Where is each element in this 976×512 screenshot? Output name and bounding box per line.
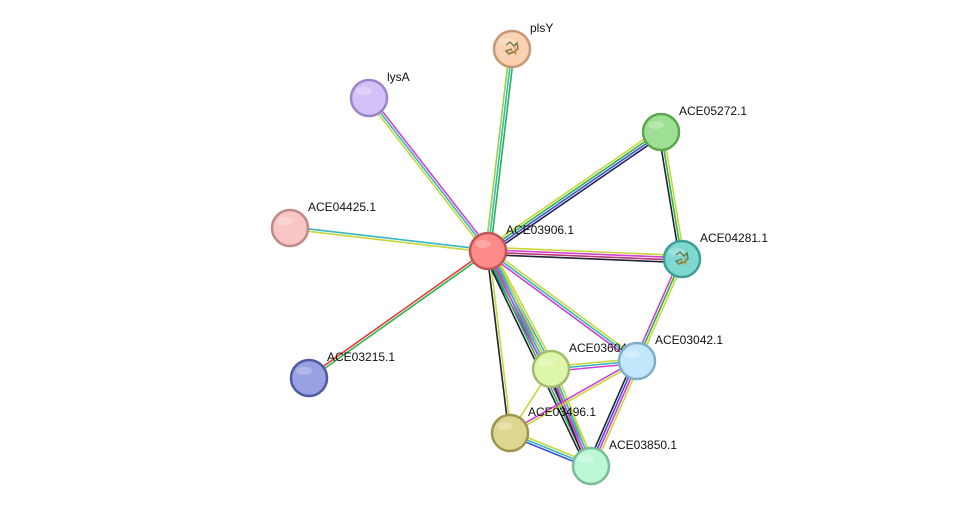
edge-ACE05272.1-ACE04281.1[interactable] bbox=[657, 131, 686, 260]
node-ACE03215.1[interactable]: ACE03215.1 bbox=[289, 350, 395, 398]
edge-evidence-line bbox=[488, 246, 683, 257]
node-circle[interactable] bbox=[490, 413, 530, 453]
node-label: plsY bbox=[530, 21, 553, 35]
node-ACE05272.1[interactable]: ACE05272.1 bbox=[641, 104, 747, 152]
edge-evidence-line bbox=[366, 98, 487, 253]
node-label: ACE03215.1 bbox=[327, 350, 395, 364]
edge-ACE03042.1-ACE03496.1[interactable] bbox=[509, 359, 638, 435]
node-lysA[interactable]: lysA bbox=[349, 70, 410, 118]
edge-evidence-line bbox=[486, 252, 637, 364]
node-circle[interactable] bbox=[289, 358, 329, 398]
node-label: ACE05272.1 bbox=[679, 104, 747, 118]
edge-evidence-line bbox=[509, 359, 637, 433]
edge-evidence-line bbox=[485, 128, 660, 249]
node-ACE03850.1[interactable]: ACE03850.1 bbox=[571, 438, 677, 486]
edge-ACE03906.1-ACE04281.1[interactable] bbox=[487, 246, 683, 264]
node-highlight bbox=[497, 422, 513, 430]
node-highlight bbox=[356, 87, 372, 95]
edge-evidence-line bbox=[307, 249, 488, 378]
node-label: ACE03042.1 bbox=[655, 333, 723, 347]
edge-ACE03906.1-lysA[interactable] bbox=[366, 96, 491, 253]
node-circle[interactable] bbox=[468, 231, 508, 271]
edge-evidence-line bbox=[484, 48, 511, 251]
edge-evidence-line bbox=[290, 226, 489, 251]
edge-evidence-line bbox=[487, 250, 638, 362]
edge-ACE03906.1-ACE03042.1[interactable] bbox=[486, 248, 639, 364]
node-highlight bbox=[578, 455, 594, 463]
protein-structure-icon bbox=[674, 251, 689, 266]
edge-evidence-line bbox=[593, 362, 642, 468]
node-ACE04425.1[interactable]: ACE04425.1 bbox=[270, 200, 376, 248]
edge-evidence-line bbox=[488, 249, 683, 259]
node-highlight bbox=[499, 38, 515, 46]
node-highlight bbox=[475, 240, 491, 248]
node-highlight bbox=[669, 248, 685, 256]
node-circle[interactable] bbox=[571, 446, 611, 486]
node-highlight bbox=[277, 217, 293, 225]
edge-ACE03906.1-ACE03215.1[interactable] bbox=[307, 249, 490, 380]
edge-ACE03906.1-plsY[interactable] bbox=[484, 48, 516, 252]
node-circle[interactable] bbox=[617, 341, 657, 381]
node-ACE03604[interactable]: ACE03604 bbox=[531, 341, 627, 389]
edge-evidence-line bbox=[488, 132, 663, 253]
node-circle[interactable] bbox=[349, 78, 389, 118]
edge-evidence-line bbox=[309, 251, 490, 380]
edge-evidence-line bbox=[486, 130, 661, 251]
edge-evidence-line bbox=[662, 131, 686, 259]
edge-evidence-line bbox=[289, 228, 488, 253]
edge-evidence-line bbox=[487, 48, 513, 252]
node-layer: ACE03906.1 plsY lysA ACE05272.1ACE04425.1AC… bbox=[270, 21, 768, 486]
node-highlight bbox=[538, 358, 554, 366]
edge-ACE03906.1-ACE05272.1[interactable] bbox=[485, 128, 664, 255]
node-label: ACE03604 bbox=[569, 341, 627, 355]
node-highlight bbox=[624, 350, 640, 358]
edge-evidence-line bbox=[488, 250, 512, 433]
edge-evidence-line bbox=[491, 248, 556, 368]
node-ACE03496.1[interactable]: ACE03496.1 bbox=[490, 405, 596, 453]
edge-evidence-line bbox=[487, 253, 682, 264]
node-highlight bbox=[296, 367, 312, 375]
node-circle[interactable] bbox=[531, 349, 571, 389]
edge-evidence-line bbox=[368, 97, 489, 252]
protein-structure-icon bbox=[504, 41, 519, 56]
edge-ACE03906.1-ACE03496.1[interactable] bbox=[486, 250, 512, 434]
node-circle[interactable] bbox=[270, 208, 310, 248]
node-label: ACE04281.1 bbox=[700, 231, 768, 245]
edge-evidence-line bbox=[488, 248, 639, 360]
node-circle[interactable] bbox=[641, 112, 681, 152]
edge-evidence-line bbox=[489, 49, 516, 252]
edge-evidence-line bbox=[657, 132, 681, 260]
node-ACE04281.1[interactable]: ACE04281.1 bbox=[662, 231, 768, 279]
node-ACE03906.1[interactable]: ACE03906.1 bbox=[468, 223, 574, 271]
edge-evidence-line bbox=[510, 361, 638, 435]
node-plsY[interactable]: plsY bbox=[492, 21, 553, 69]
edge-evidence-line bbox=[586, 359, 635, 465]
node-label: ACE03906.1 bbox=[506, 223, 574, 237]
node-label: ACE04425.1 bbox=[308, 200, 376, 214]
edge-evidence-line bbox=[489, 134, 664, 255]
node-label: ACE03496.1 bbox=[528, 405, 596, 419]
edge-evidence-line bbox=[660, 131, 683, 260]
edge-evidence-line bbox=[370, 96, 491, 251]
edge-evidence-line bbox=[487, 251, 682, 261]
edge-ACE03906.1-ACE04425.1[interactable] bbox=[289, 226, 489, 253]
node-ACE03042.1[interactable]: ACE03042.1 bbox=[617, 333, 723, 381]
node-highlight bbox=[648, 121, 664, 129]
node-label: lysA bbox=[387, 70, 410, 84]
node-label: ACE03850.1 bbox=[609, 438, 677, 452]
edge-evidence-line bbox=[486, 251, 510, 434]
